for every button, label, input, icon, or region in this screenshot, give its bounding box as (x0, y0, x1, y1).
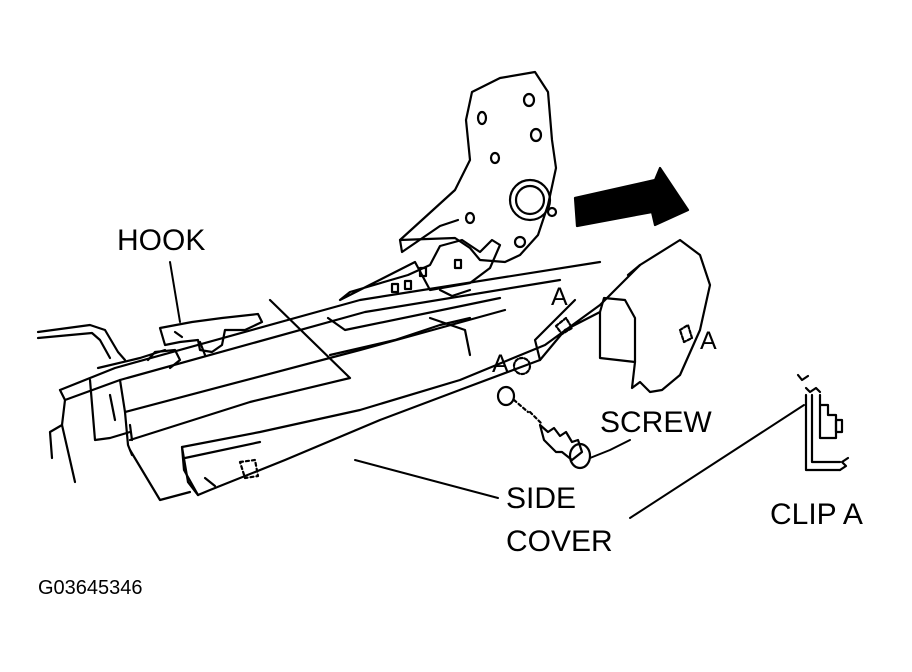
leader-lines (169, 261, 805, 519)
screw-hole (496, 385, 516, 407)
side-cover-label-line1: SIDE (506, 482, 577, 515)
screw-leader (589, 439, 631, 459)
direction-arrow (573, 166, 690, 228)
side-cover-panel (128, 238, 712, 502)
side-cover-label-line2: COVER (506, 525, 613, 558)
marker-a-right: A (700, 327, 717, 355)
clip-a-label: CLIP A (770, 498, 863, 531)
adjuster-mechanism (128, 238, 502, 442)
seat-rail (36, 260, 602, 484)
marker-a-top: A (551, 283, 568, 311)
clip-leader (629, 404, 805, 519)
screw-part (512, 398, 592, 470)
marker-a-screw: A (492, 350, 509, 378)
side-cover-leader (354, 459, 499, 499)
clip-a-detail (796, 373, 850, 472)
clip-holes (512, 316, 694, 376)
hook-leader (169, 261, 181, 323)
hook-label: HOOK (117, 224, 206, 257)
screw-label: SCREW (600, 406, 712, 439)
figure-id: G03645346 (38, 577, 143, 599)
hook-detail (146, 312, 264, 370)
seat-frame-bracket (398, 70, 558, 264)
